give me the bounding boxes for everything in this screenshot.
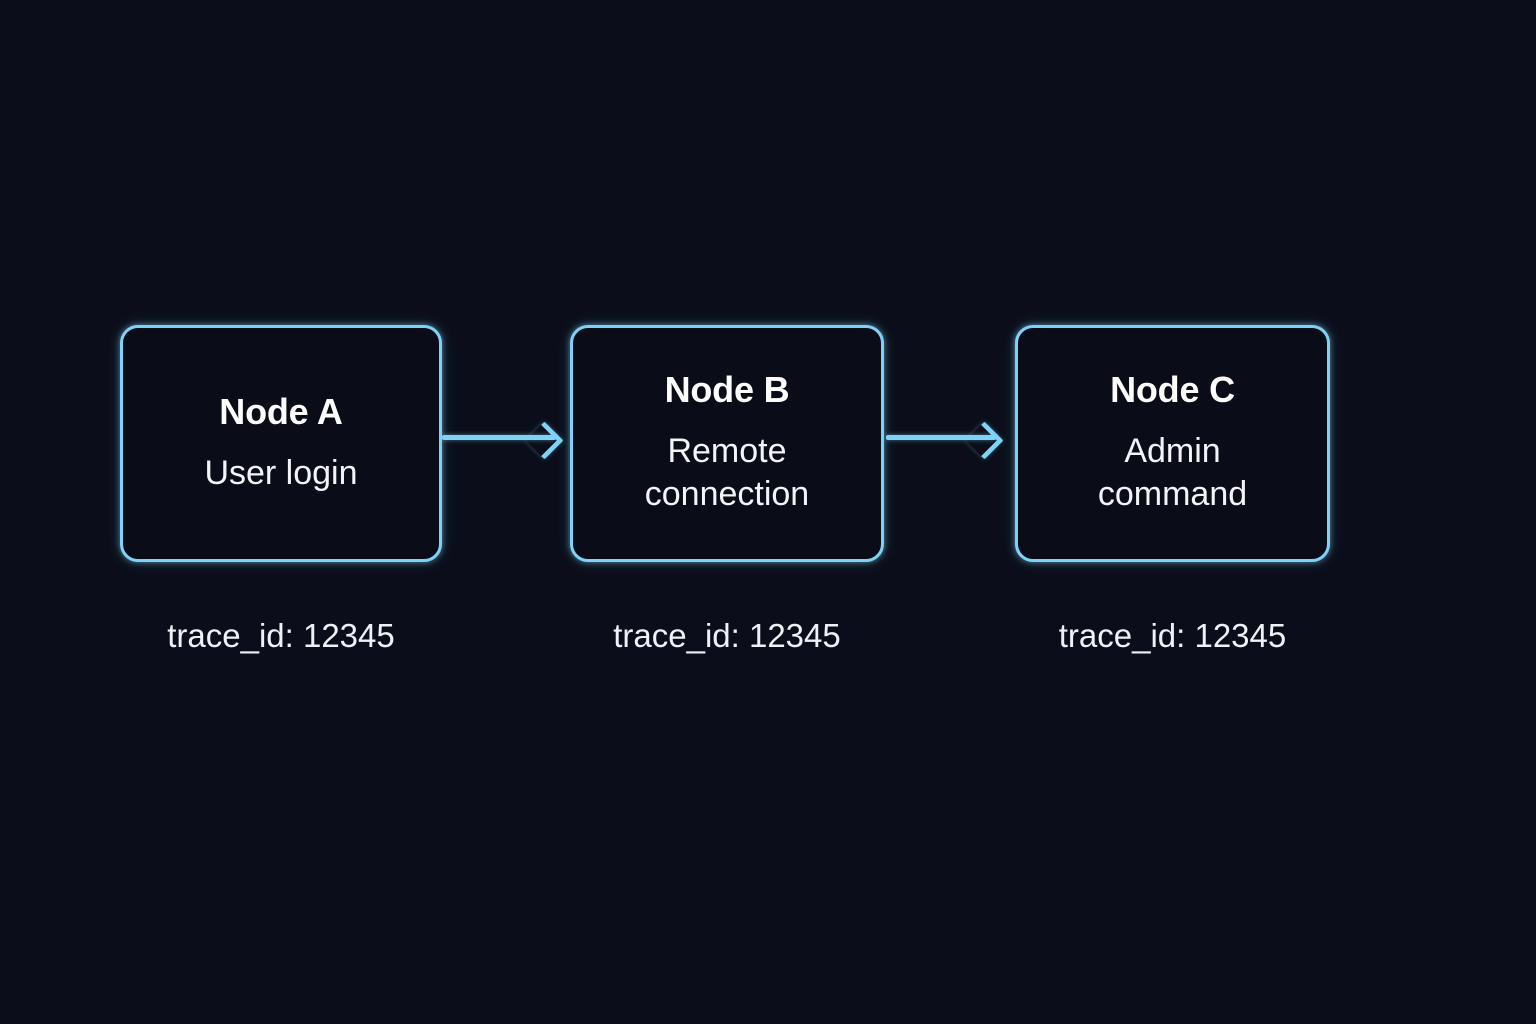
node-title-c: Node C xyxy=(1110,369,1235,411)
arrow-node-a-to-node-b xyxy=(442,420,564,460)
node-subtitle-b: Remote connection xyxy=(644,431,810,514)
trace-id-label-a: trace_id: 12345 xyxy=(167,617,395,654)
node-title-a: Node A xyxy=(219,390,343,432)
node-title-b: Node B xyxy=(664,369,790,411)
arrow-node-b-to-node-c xyxy=(886,420,1004,460)
trace-id-label-c: trace_id: 12345 xyxy=(1058,617,1287,654)
node-card-c[interactable]: Node C Admin command xyxy=(1015,325,1330,562)
arrow-head-icon xyxy=(965,420,1004,460)
trace-id-label-b: trace_id: 12345 xyxy=(613,617,841,654)
node-subtitle-a: User login xyxy=(204,453,358,492)
node-subtitle-c: Admin command xyxy=(1097,431,1248,514)
arrow-shaft xyxy=(442,435,556,440)
arrow-head-icon xyxy=(525,420,564,460)
arrow-shaft xyxy=(886,435,996,440)
node-card-b[interactable]: Node B Remote connection xyxy=(570,325,884,562)
node-card-a[interactable]: Node A User login xyxy=(120,325,442,562)
